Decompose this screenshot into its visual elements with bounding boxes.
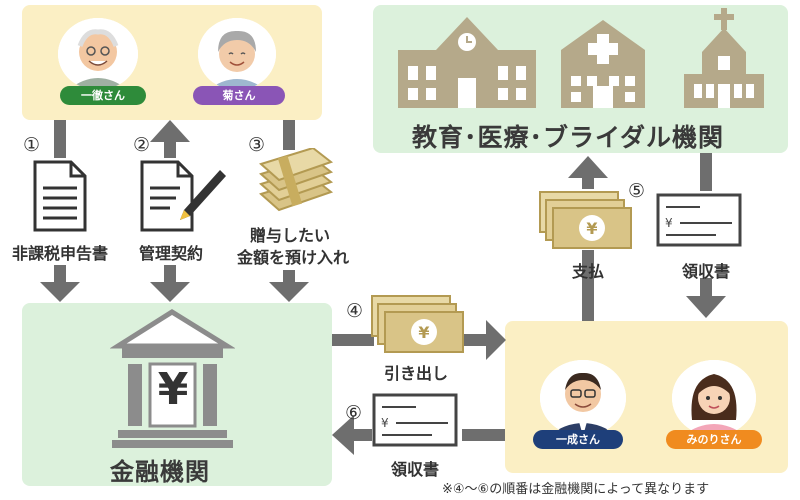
grandmother-name-badge: 菊さん xyxy=(193,86,285,105)
arrow-pay-head xyxy=(568,156,608,178)
step-4-number: ④ xyxy=(346,300,364,322)
step-4-label: 引き出し xyxy=(383,364,448,383)
bank-building-icon xyxy=(109,308,236,454)
institution-title: 教育･医療･ブライダル機関 xyxy=(412,123,725,152)
receipt-6-yen: ¥ xyxy=(381,416,389,430)
step-3-label-line1: 贈与したい xyxy=(249,226,330,245)
grandmother-avatar xyxy=(198,18,276,90)
arrow-4-right xyxy=(460,334,490,346)
step-6-number: ⑥ xyxy=(345,402,363,424)
step-3-number: ③ xyxy=(248,134,266,156)
arrow-6-head xyxy=(332,415,354,455)
hospital-icon xyxy=(561,20,645,112)
arrow-2-head xyxy=(150,120,190,142)
arrow-2b-shaft xyxy=(164,265,176,287)
bank-yen-symbol: ¥ xyxy=(157,364,189,415)
arrow-5-bottom xyxy=(700,278,712,298)
arrow-5-top xyxy=(700,153,712,191)
arrow-1-bottom xyxy=(54,265,66,287)
svg-text:¥: ¥ xyxy=(418,323,429,342)
arrow-1-top xyxy=(54,120,66,158)
step-5-label: 領収書 xyxy=(681,262,730,281)
contract-pen-icon xyxy=(140,160,226,238)
arrow-6-left xyxy=(350,429,372,441)
receipt-5-yen: ¥ xyxy=(665,216,673,230)
payment-banknotes-icon: ¥ xyxy=(538,190,633,256)
yen-banknotes-icon: ¥ xyxy=(370,294,465,360)
arrow-4-left xyxy=(332,334,374,346)
pay-label: 支払 xyxy=(571,262,604,281)
arrow-4-head xyxy=(486,320,506,360)
receipt-cheque-icon-6 xyxy=(372,393,458,451)
bank-title: 金融機関 xyxy=(110,458,210,486)
arrow-6-right xyxy=(462,429,505,441)
document-icon xyxy=(33,160,87,236)
arrow-pay-top xyxy=(582,175,594,189)
grandfather-name-badge: 一徹さん xyxy=(60,86,146,105)
svg-text:¥: ¥ xyxy=(586,219,597,238)
woman-avatar xyxy=(672,360,756,436)
footnote: ※④～⑥の順番は金融機関によって異なります xyxy=(442,482,710,497)
arrow-2b-head xyxy=(150,282,190,302)
step-1-label: 非課税申告書 xyxy=(11,244,108,263)
grandfather-avatar xyxy=(58,18,138,90)
school-icon xyxy=(398,12,536,112)
arrow-1-head xyxy=(40,282,80,302)
arrow-2-shaft xyxy=(164,142,176,158)
step-2-label: 管理契約 xyxy=(138,244,203,263)
step-3-label-line2: 金額を預け入れ xyxy=(236,248,349,267)
step-5-number: ⑤ xyxy=(628,180,646,202)
receipt-cheque-icon-5 xyxy=(656,193,742,251)
step-6-label: 領収書 xyxy=(390,460,439,479)
man-name-badge: 一成さん xyxy=(533,430,623,449)
step-2-number: ② xyxy=(133,134,151,156)
man-avatar xyxy=(540,360,626,436)
step-1-number: ① xyxy=(23,134,41,156)
woman-name-badge: みのりさん xyxy=(666,430,762,449)
money-stack-icon xyxy=(255,146,335,224)
arrow-3-head xyxy=(269,282,309,302)
arrow-pay-bottom xyxy=(582,250,594,321)
arrow-3-top xyxy=(283,120,295,150)
church-icon xyxy=(682,8,766,112)
arrow-5-head xyxy=(686,296,726,318)
